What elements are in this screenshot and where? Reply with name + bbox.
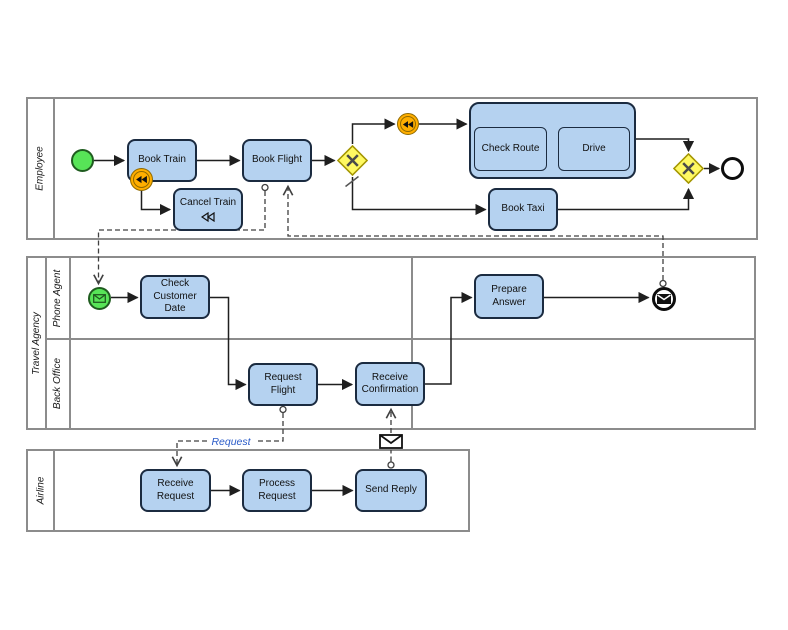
compensation-intermediate-event[interactable] bbox=[397, 113, 419, 135]
exclusive-gateway-split[interactable] bbox=[337, 145, 368, 176]
task-receive-request-label: Receive Request bbox=[156, 478, 195, 502]
lane-divider bbox=[47, 338, 756, 340]
message-flow-label: Request bbox=[207, 436, 255, 449]
lane-back-office-label: Back Office bbox=[52, 357, 64, 410]
task-book-train-label: Book Train bbox=[138, 154, 186, 166]
message-end-event[interactable] bbox=[652, 287, 676, 311]
task-book-taxi-label: Book Taxi bbox=[501, 203, 545, 215]
task-book-flight-label: Book Flight bbox=[251, 154, 303, 166]
task-send-reply-label: Send Reply bbox=[365, 484, 417, 496]
task-send-reply[interactable]: Send Reply bbox=[355, 469, 427, 512]
task-check-customer-date-label: Check Customer Date bbox=[153, 278, 197, 315]
envelope-icon bbox=[93, 294, 106, 303]
task-check-route-label: Check Route bbox=[481, 142, 540, 154]
message-envelope-icon bbox=[379, 434, 403, 449]
pool-employee-header: Employee bbox=[28, 99, 55, 238]
task-check-route[interactable]: Check Route bbox=[474, 127, 547, 171]
pool-travel-agency-header: Travel Agency bbox=[28, 258, 47, 428]
envelope-filled-icon bbox=[657, 294, 671, 304]
pool-airline-label: Airline bbox=[35, 476, 47, 505]
task-book-taxi[interactable]: Book Taxi bbox=[488, 188, 558, 231]
boundary-event-inner-ring bbox=[133, 171, 150, 188]
gateway-x-icon bbox=[346, 154, 359, 167]
pool-travel-agency-label: Travel Agency bbox=[31, 311, 42, 375]
task-request-flight-label: Request Flight bbox=[264, 372, 302, 396]
intermediate-event-inner-ring bbox=[400, 116, 416, 132]
task-drive-label: Drive bbox=[582, 142, 606, 154]
pool-airline-header: Airline bbox=[28, 451, 55, 530]
task-process-request-label: Process Request bbox=[258, 478, 296, 502]
gateway-x-icon bbox=[682, 162, 695, 175]
message-start-event[interactable] bbox=[88, 287, 111, 310]
lane-phone-agent-label: Phone Agent bbox=[52, 269, 64, 328]
compensation-marker-icon bbox=[201, 211, 215, 222]
pool-phase-divider bbox=[411, 258, 413, 428]
task-prepare-answer[interactable]: Prepare Answer bbox=[474, 274, 544, 319]
lane-back-office-header: Back Office bbox=[47, 339, 71, 428]
task-request-flight[interactable]: Request Flight bbox=[248, 363, 318, 406]
pool-employee-label: Employee bbox=[35, 146, 46, 191]
task-process-request[interactable]: Process Request bbox=[242, 469, 312, 512]
task-cancel-train[interactable]: Cancel Train bbox=[173, 188, 243, 231]
end-event[interactable] bbox=[721, 157, 744, 180]
task-receive-confirmation-label: Receive Confirmation bbox=[361, 371, 419, 396]
task-cancel-train-label: Cancel Train bbox=[179, 197, 237, 209]
lane-phone-agent-header: Phone Agent bbox=[47, 258, 71, 339]
task-prepare-answer-label: Prepare Answer bbox=[491, 284, 527, 308]
compensation-boundary-event[interactable] bbox=[130, 168, 153, 191]
task-receive-request[interactable]: Receive Request bbox=[140, 469, 211, 512]
exclusive-gateway-merge[interactable] bbox=[673, 153, 704, 184]
task-drive[interactable]: Drive bbox=[558, 127, 630, 171]
task-book-flight[interactable]: Book Flight bbox=[242, 139, 312, 182]
start-event[interactable] bbox=[71, 149, 94, 172]
task-receive-confirmation[interactable]: Receive Confirmation bbox=[355, 362, 425, 406]
task-check-customer-date[interactable]: Check Customer Date bbox=[140, 275, 210, 319]
